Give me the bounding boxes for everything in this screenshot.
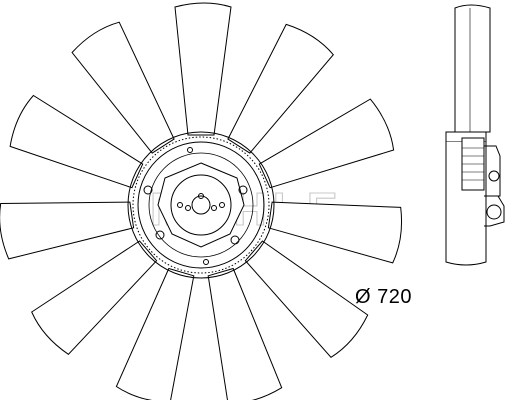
fan-blade xyxy=(0,201,135,260)
fan-blade xyxy=(207,267,283,400)
hub-hole xyxy=(187,147,193,153)
viscous-clutch-hub xyxy=(127,131,275,279)
hub-hole xyxy=(211,205,217,211)
fan-blade xyxy=(258,98,395,189)
hub-outer-ring xyxy=(127,131,275,279)
center-disc xyxy=(170,174,232,236)
clutch-body xyxy=(148,152,254,258)
side-mount-bolt xyxy=(486,204,502,220)
fan-blade xyxy=(115,267,195,400)
hub-bolt xyxy=(230,235,240,245)
hub-inner-ring xyxy=(137,141,265,269)
fan-blades xyxy=(0,2,403,400)
hub-hole xyxy=(203,259,209,265)
fan-side-view xyxy=(445,4,505,266)
side-blade-upper xyxy=(454,4,491,133)
side-sensor xyxy=(488,170,500,182)
hub-bolt xyxy=(155,230,165,240)
hub-hole xyxy=(219,202,225,208)
fan-blade xyxy=(71,21,175,154)
fan-blade xyxy=(227,23,334,154)
diameter-label: Ø 720 xyxy=(355,286,412,308)
fan-blade xyxy=(267,201,403,264)
center-boss xyxy=(191,195,211,215)
hub-bolt xyxy=(143,185,153,195)
hub-hole xyxy=(177,202,183,208)
cooling-fin-ring xyxy=(132,136,270,274)
hub-bolt xyxy=(238,185,248,195)
fan-blade xyxy=(244,240,369,358)
fan-blade xyxy=(31,240,158,355)
hub-bolts xyxy=(143,147,248,265)
hub-hole xyxy=(198,193,204,199)
fan-blade xyxy=(9,94,144,189)
side-clutch-shaft xyxy=(484,195,505,227)
hub-hole xyxy=(185,205,191,211)
fan-blade xyxy=(174,2,232,136)
